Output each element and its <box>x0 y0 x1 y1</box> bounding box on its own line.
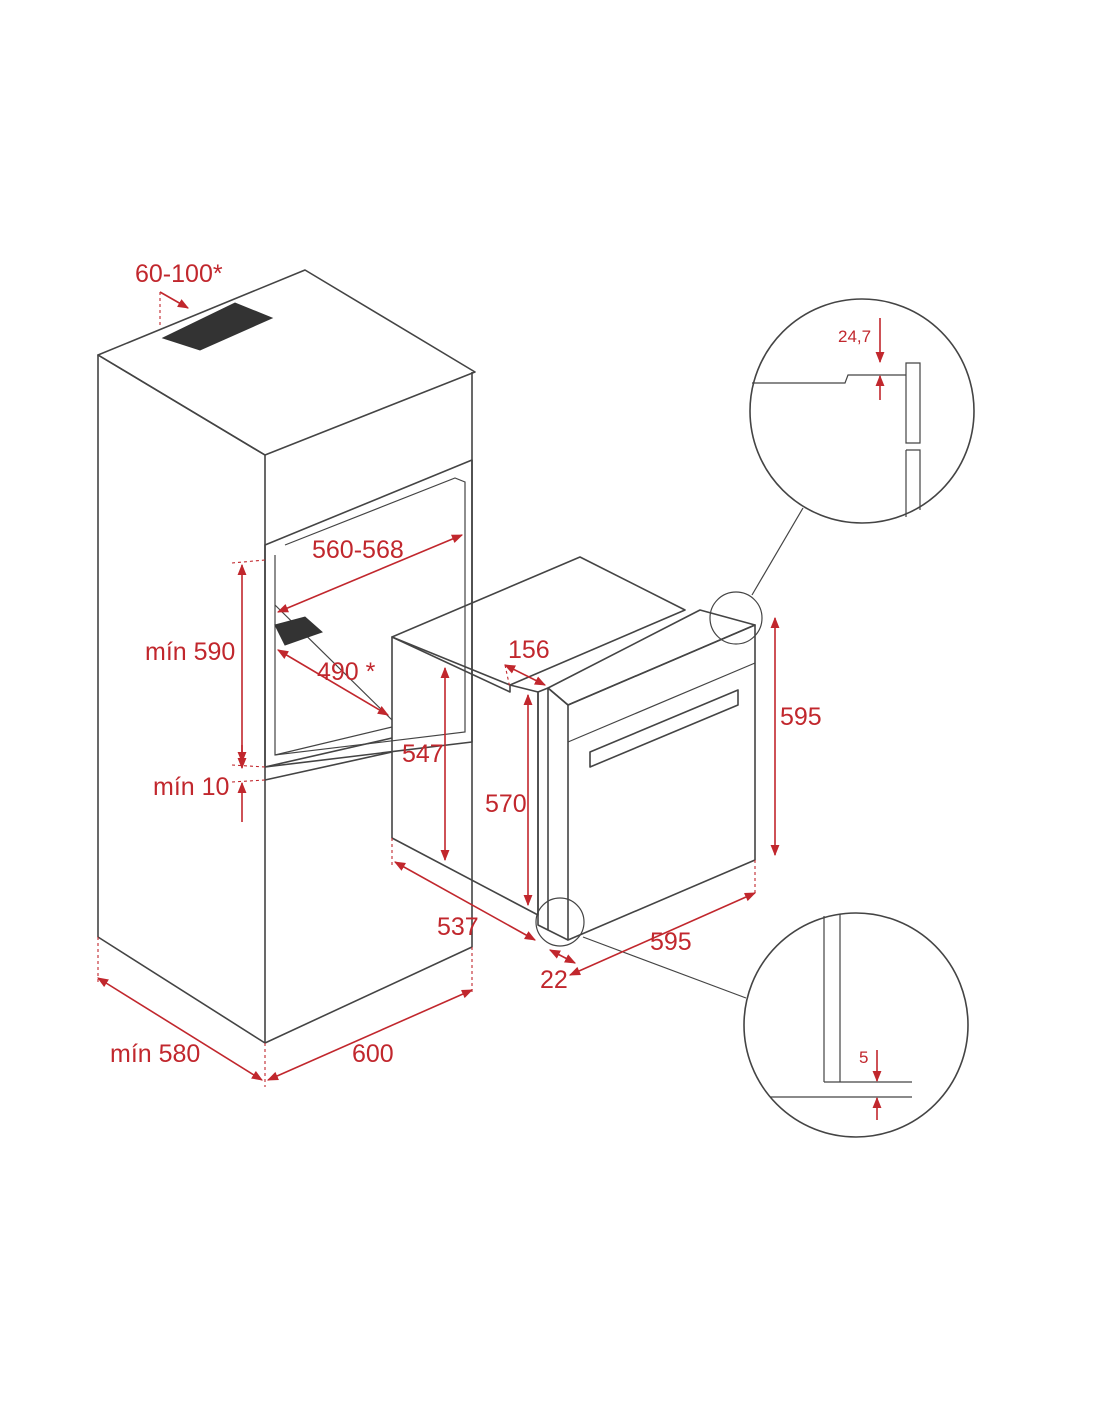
leader-top <box>751 507 804 596</box>
oven-front-face <box>567 624 756 941</box>
niche-shelf <box>264 737 393 768</box>
label-front-thickness: 22 <box>540 966 568 994</box>
label-niche-height: mín 590 <box>145 638 235 666</box>
oven-front-left-edge <box>547 687 569 706</box>
top-vent-slot <box>161 302 274 351</box>
oven <box>391 556 756 941</box>
label-niche-width: 560-568 <box>312 536 404 564</box>
dim-oven-width-line <box>568 892 757 976</box>
detail-circle-bottom <box>743 912 969 1138</box>
dim-front-thickness-line <box>549 949 576 964</box>
detail-top-panel-lower <box>905 449 921 517</box>
oven-front-bottom-edge <box>547 929 569 941</box>
label-body-height: 547 <box>402 740 444 768</box>
oven-front-side <box>537 687 549 931</box>
niche-opening <box>264 459 473 768</box>
label-body-height-inner: 570 <box>485 790 527 818</box>
door-handle <box>589 689 739 768</box>
label-oven-width: 595 <box>650 928 692 956</box>
detail-bottom-panel <box>823 914 912 1083</box>
detail-top <box>709 298 975 645</box>
label-niche-depth: 490 * <box>317 658 376 686</box>
dim-niche-depth-line <box>277 649 389 716</box>
dim-cabinet-width-line <box>266 989 474 1081</box>
label-cabinet-width: 600 <box>352 1040 394 1068</box>
niche-floor-line <box>274 726 393 756</box>
niche-vent-slot <box>274 616 323 646</box>
dim-cabinet-depth-line <box>97 977 263 1081</box>
label-oven-height: 595 <box>780 703 822 731</box>
dimension-lines <box>97 291 885 1120</box>
control-panel-line <box>567 662 756 743</box>
label-detail-bottom-gap: 5 <box>859 1048 868 1067</box>
label-detail-top-gap: 24,7 <box>838 327 871 346</box>
cabinet-top-face <box>97 269 476 456</box>
detail-circle-top <box>749 298 975 524</box>
oven-body-top <box>391 556 686 686</box>
detail-top-panel <box>905 362 921 444</box>
niche-inner-frame <box>274 477 466 756</box>
dim-niche-width-line <box>276 534 464 613</box>
zoom-marker-bottom <box>535 897 585 947</box>
dimension-labels: 60-100* 560-568 mín 590 490 * mín 10 mín… <box>110 260 871 1068</box>
label-front-offset: 156 <box>508 636 550 664</box>
detail-top-profile <box>752 374 906 384</box>
zoom-marker-top <box>709 591 763 645</box>
detail-bottom <box>535 897 969 1138</box>
dim-vent-gap-line <box>159 291 189 309</box>
niche-shelf-lower <box>264 751 393 781</box>
cabinet-left-face <box>97 354 266 1044</box>
label-body-depth: 537 <box>437 913 479 941</box>
label-cabinet-depth: mín 580 <box>110 1040 200 1068</box>
dim-body-depth-line <box>394 861 536 941</box>
label-bottom-gap: mín 10 <box>153 773 229 801</box>
label-vent-gap: 60-100* <box>135 260 223 288</box>
dim-front-offset-line <box>503 664 547 686</box>
